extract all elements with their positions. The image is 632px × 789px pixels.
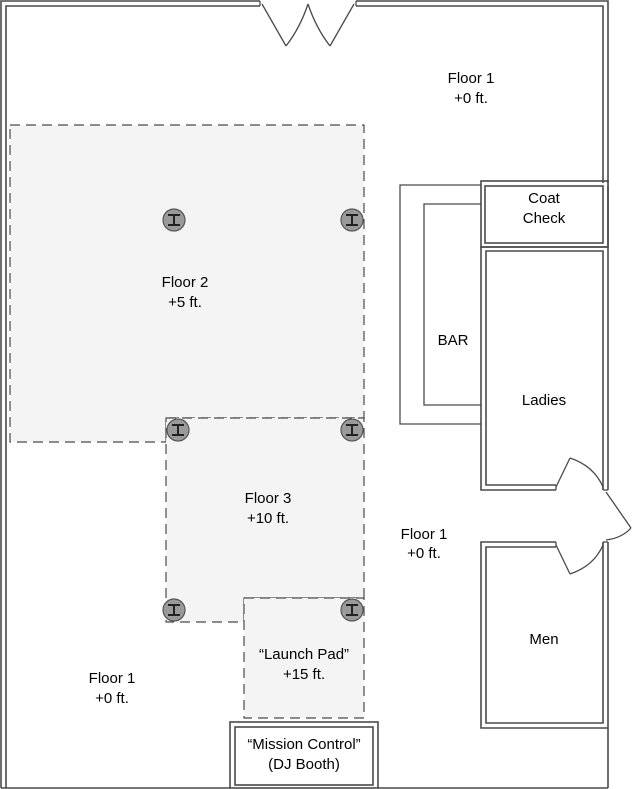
side-exit-door[interactable] <box>603 489 632 543</box>
column-icon <box>340 418 364 442</box>
launch-pad-name: “Launch Pad” <box>259 646 349 663</box>
ladies-door[interactable] <box>555 457 604 490</box>
column-icon <box>162 208 186 232</box>
entrance-doors[interactable] <box>259 1 357 47</box>
floor2-elevation: +5 ft. <box>168 294 202 311</box>
floor1-top-name: Floor 1 <box>448 70 495 87</box>
column-icon <box>166 418 190 442</box>
mission-control-subtitle: (DJ Booth) <box>268 756 340 773</box>
floor3-name: Floor 3 <box>245 490 292 507</box>
floor1-bottom-name: Floor 1 <box>89 670 136 687</box>
launch-pad-platform <box>243 597 365 719</box>
bar-counter <box>399 184 481 425</box>
coat-check-label-line1: Coat <box>528 190 561 207</box>
column-icon <box>340 208 364 232</box>
column-icon <box>162 598 186 622</box>
mission-control-name: “Mission Control” <box>247 736 360 753</box>
floor1-top-elevation: +0 ft. <box>454 90 488 107</box>
column-icon <box>340 598 364 622</box>
floor1-mid-name: Floor 1 <box>401 526 448 543</box>
ladies-room <box>480 246 608 491</box>
floor1-bottom-elevation: +0 ft. <box>95 690 129 707</box>
floor2-platform <box>9 124 365 443</box>
bar-label: BAR <box>438 332 469 349</box>
men-label: Men <box>529 631 558 648</box>
structural-columns <box>162 208 364 622</box>
outer-walls <box>0 0 609 789</box>
floor3-elevation: +10 ft. <box>247 510 289 527</box>
coat-check-label-line2: Check <box>523 210 566 227</box>
ladies-label: Ladies <box>522 392 566 409</box>
launch-pad-elevation: +15 ft. <box>283 666 325 683</box>
dj-booth <box>229 721 379 789</box>
floor1-mid-elevation: +0 ft. <box>407 545 441 562</box>
men-door[interactable] <box>555 542 604 575</box>
floor2-name: Floor 2 <box>162 274 209 291</box>
men-room <box>480 541 608 729</box>
